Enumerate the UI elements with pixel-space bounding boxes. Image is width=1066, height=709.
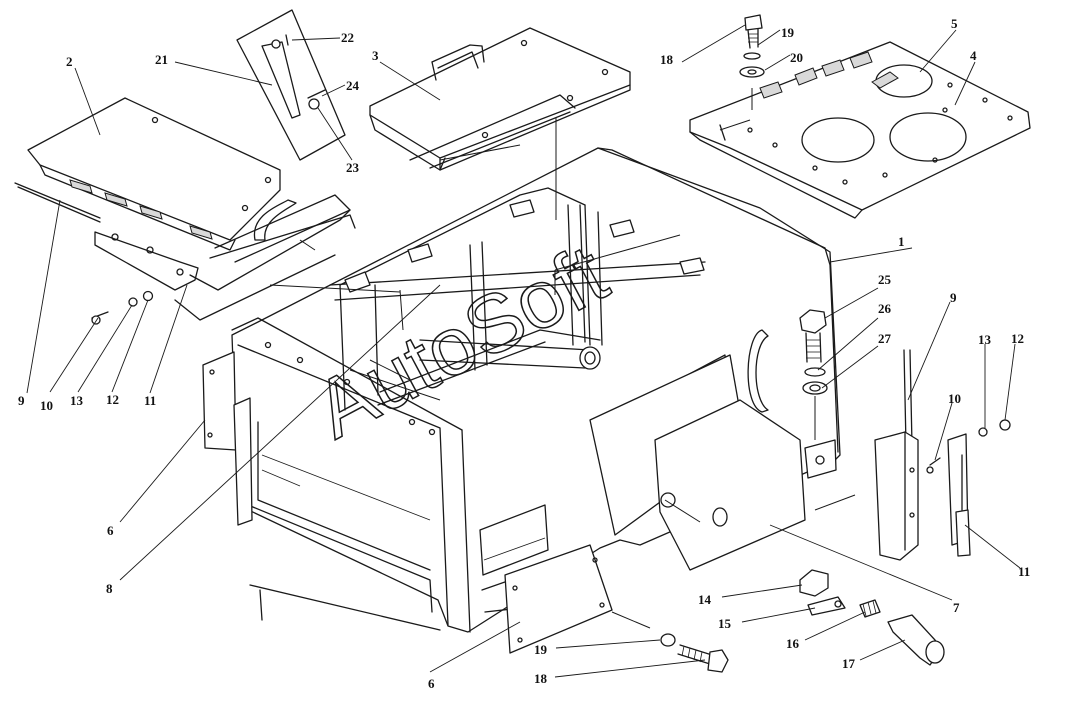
callout-24: 24 [346, 78, 360, 93]
side-panel-bottom [504, 544, 613, 654]
latch-parts [799, 569, 945, 666]
bracket-plate [236, 9, 346, 161]
callout-15: 15 [718, 616, 732, 631]
fasteners-bottom [660, 633, 729, 673]
callout-11-right: 11 [1018, 564, 1030, 579]
callout-17: 17 [842, 656, 856, 671]
callout-5: 5 [951, 16, 958, 31]
callout-6-bottom: 6 [428, 676, 435, 691]
callout-25: 25 [878, 272, 892, 287]
callout-19-bottom: 19 [534, 642, 548, 657]
callout-27: 27 [878, 331, 892, 346]
callout-19-top: 19 [781, 25, 795, 40]
callout-13-right: 13 [978, 332, 992, 347]
callout-26: 26 [878, 301, 892, 316]
callout-18-top: 18 [660, 52, 674, 67]
callout-23: 23 [346, 160, 360, 175]
callout-18-bottom: 18 [534, 671, 548, 686]
callout-10-left: 10 [40, 398, 53, 413]
callout-12-left: 12 [106, 392, 119, 407]
callout-10-right: 10 [948, 391, 961, 406]
callout-22: 22 [341, 30, 354, 45]
top-cover-center [369, 27, 631, 171]
callout-labels: 1 2 3 4 5 6 6 7 8 9 9 10 10 11 11 12 12 … [18, 16, 1030, 691]
callout-14: 14 [698, 592, 712, 607]
callout-9-left: 9 [18, 393, 25, 408]
callout-6-left: 6 [107, 523, 114, 538]
fasteners-top [739, 14, 765, 110]
callout-11-left: 11 [144, 393, 156, 408]
callout-7: 7 [953, 600, 960, 615]
callout-1: 1 [898, 234, 905, 249]
top-cover-left [27, 97, 351, 263]
side-panel-left [202, 351, 253, 526]
callout-9-right: 9 [950, 290, 957, 305]
callout-8: 8 [106, 581, 113, 596]
callout-12-right: 12 [1011, 331, 1024, 346]
callout-leaders [26, 24, 1021, 678]
assembly-lines [269, 118, 751, 629]
callout-13-left: 13 [70, 393, 84, 408]
callout-3: 3 [372, 48, 379, 63]
callout-20: 20 [790, 50, 803, 65]
fasteners-right [799, 309, 828, 440]
callout-16: 16 [786, 636, 800, 651]
callout-2: 2 [66, 54, 73, 69]
engine-hood [689, 41, 1031, 219]
callout-4: 4 [970, 48, 977, 63]
callout-21: 21 [155, 52, 168, 67]
hinge-assembly-right [874, 349, 1011, 561]
door-panel [589, 354, 856, 571]
